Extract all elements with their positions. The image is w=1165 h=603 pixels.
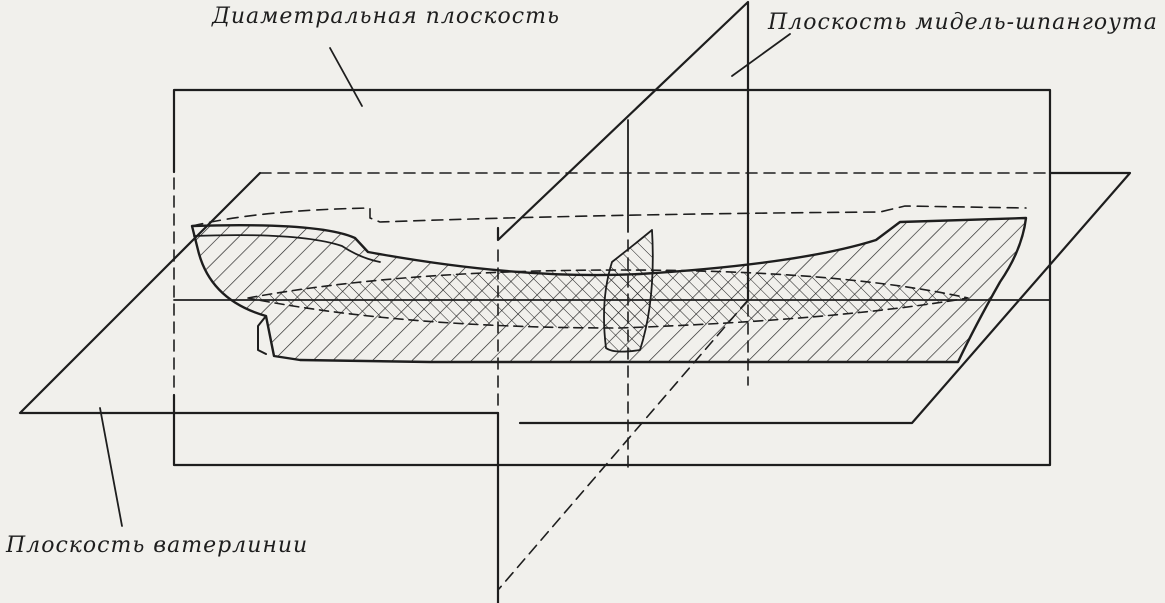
- leader-midship: [731, 33, 791, 77]
- waterline-plane-visible-left: [18, 171, 500, 415]
- midship-plane-visible: [496, 0, 750, 302]
- stern-skeg: [257, 315, 267, 355]
- waterline-plane-visible-right: [518, 171, 1132, 425]
- deck-contour-hidden: [191, 205, 1027, 227]
- centerline-plane-label: Диаметральная плоскость: [212, 4, 560, 29]
- centerline-plane-visible: [172, 88, 1052, 467]
- leader-centerline: [329, 47, 363, 107]
- sheer-line: [193, 234, 381, 263]
- waterplane-outline-hidden: [247, 269, 969, 329]
- waterline-plane-label: Плоскость ватерлинии: [6, 533, 309, 558]
- midship-plane-label: Плоскость мидель-шпангоута: [768, 10, 1158, 35]
- leader-waterline: [99, 407, 123, 527]
- midship-frame-section: [603, 229, 654, 353]
- hull-outline: [190, 216, 1028, 364]
